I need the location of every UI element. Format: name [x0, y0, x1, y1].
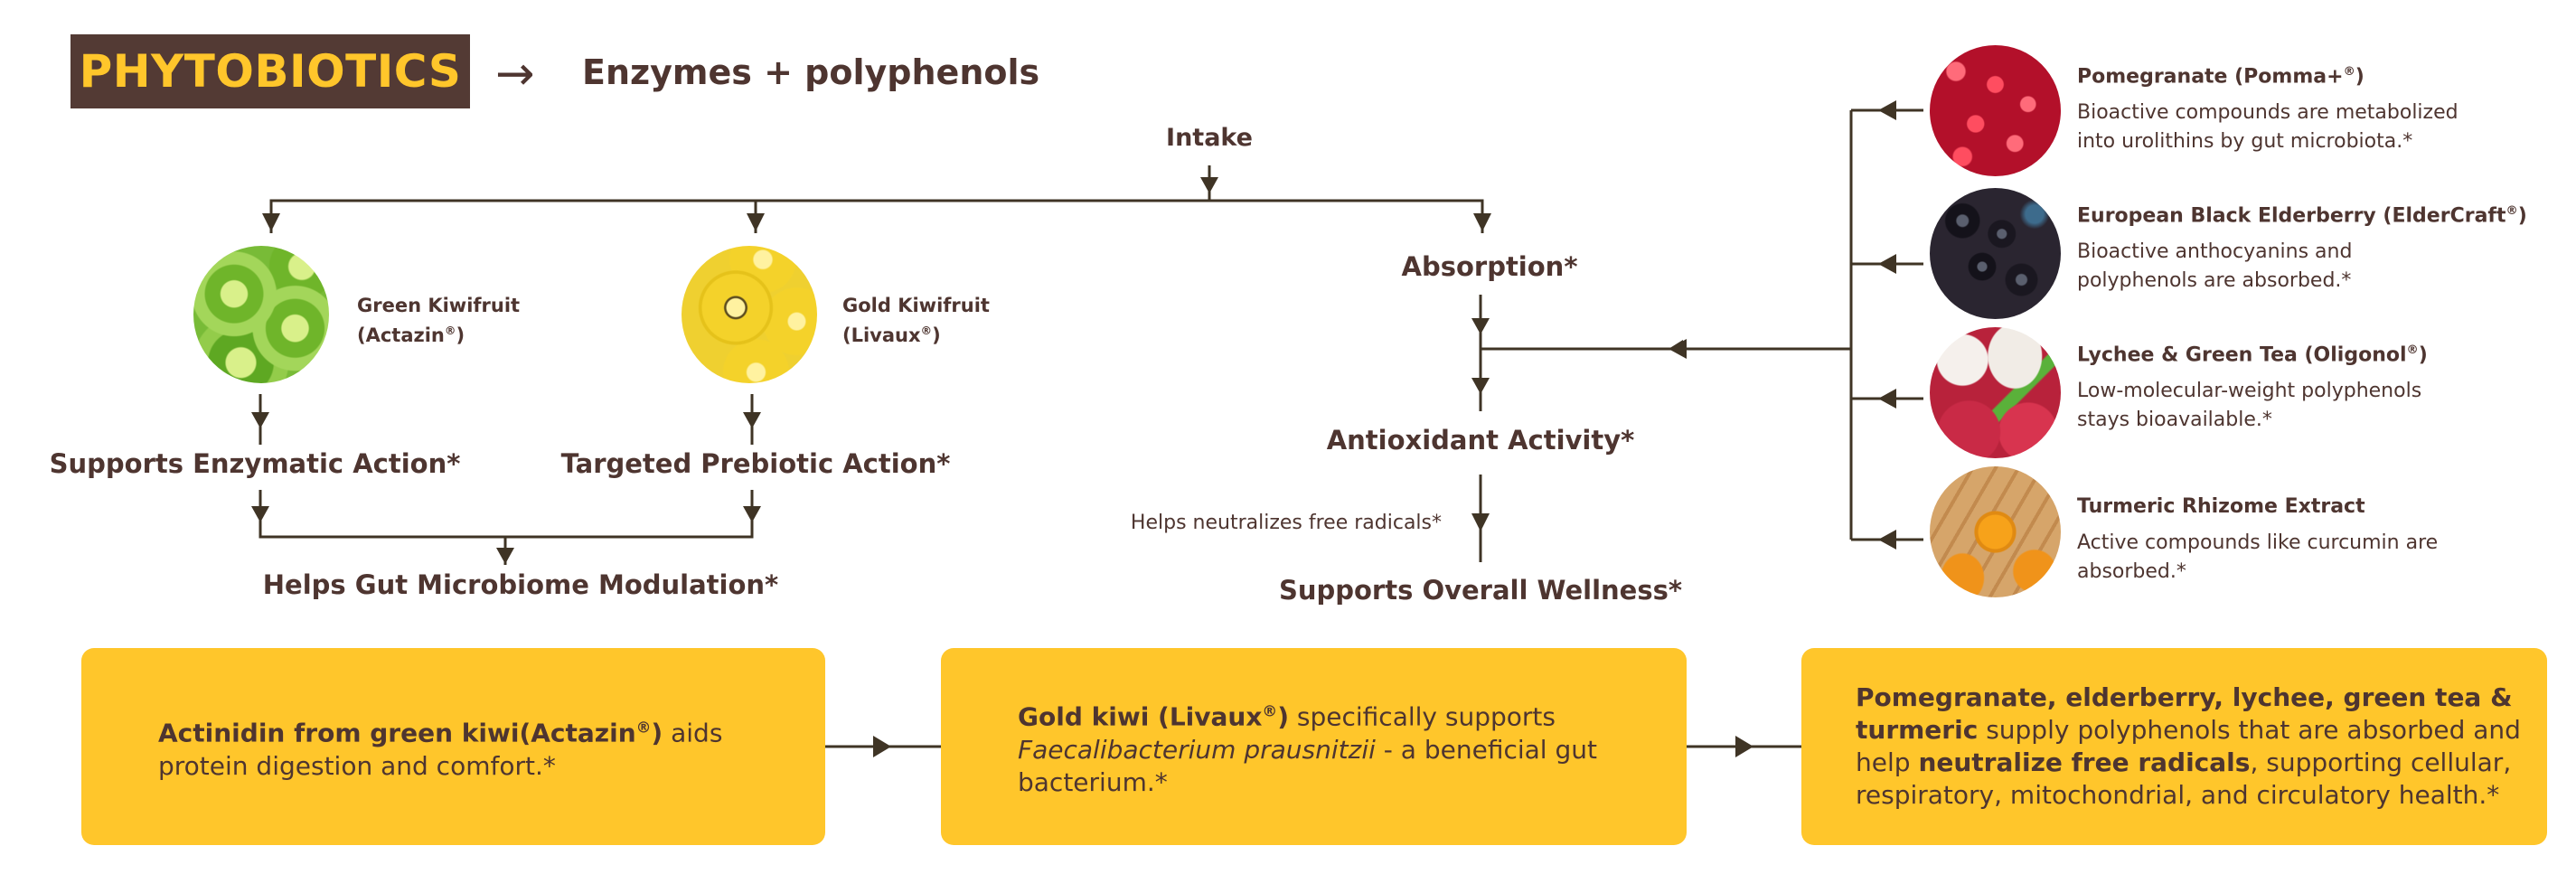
arrow-to-antioxidant	[1471, 378, 1490, 394]
header-title: PHYTOBIOTICS	[79, 45, 462, 98]
ingredient-desc: Bioactive anthocyanins and polyphenols a…	[2077, 240, 2353, 293]
ingredient-title: Lychee & Green Tea (Oligonol	[2077, 343, 2407, 367]
ingredient-desc: Low-molecular-weight polyphenols stays b…	[2077, 380, 2422, 432]
box-text: - a beneficial gut bacterium.*	[1018, 734, 1597, 797]
box-bold: neutralize free radicals	[1918, 747, 2251, 777]
arrow-from-elderberry	[1878, 254, 1896, 274]
gold-kiwi-name: Gold Kiwifruit	[842, 295, 990, 316]
ingredient-lychee: Lychee & Green Tea (Oligonol®) Low-molec…	[2077, 343, 2466, 435]
box-bold: Actinidin from green kiwi(Actazin	[158, 718, 636, 748]
absorption-label: Absorption*	[1401, 251, 1578, 282]
arrow-from-lychee	[1878, 389, 1896, 409]
arrow-from-pomegranate	[1878, 100, 1896, 120]
ingredient-title: Turmeric Rhizome Extract	[2077, 495, 2365, 518]
intake-arrowhead	[1200, 177, 1218, 193]
gold-kiwi-label: Gold Kiwifruit (Livaux®)	[842, 294, 990, 348]
arrow-to-wellness	[1471, 513, 1490, 531]
ingredient-desc: Bioactive compounds are metabolized into…	[2077, 101, 2458, 154]
elderberry-image	[1930, 188, 2061, 319]
paren: )	[2517, 204, 2527, 228]
prebiotic-label: Targeted Prebiotic Action*	[560, 448, 951, 479]
ingredient-title: European Black Elderberry (ElderCraft	[2077, 204, 2506, 228]
arrow-to-microbiome	[496, 548, 514, 564]
microbiome-label: Helps Gut Microbiome Modulation*	[262, 569, 779, 600]
arrow-box1-to-box2	[873, 736, 891, 757]
box-bold: Gold kiwi (Livaux	[1018, 701, 1263, 732]
green-kiwi-label: Green Kiwifruit (Actazin®)	[357, 294, 520, 348]
arrow-to-gold-kiwi	[747, 213, 765, 231]
ingredient-pomegranate: Pomegranate (Pomma+®) Bioactive compound…	[2077, 65, 2502, 156]
pomegranate-image	[1930, 45, 2061, 176]
registered-mark: ®	[2505, 204, 2518, 218]
registered-mark: ®	[444, 324, 456, 337]
registered-mark: ®	[920, 324, 933, 337]
intake-label: Intake	[1166, 124, 1253, 152]
wellness-label: Supports Overall Wellness*	[1278, 575, 1683, 606]
box-text: aids protein digestion and comfort.*	[158, 718, 723, 781]
antioxidant-label: Antioxidant Activity*	[1326, 425, 1635, 456]
antioxidant-note: Helps neutralizes free radicals*	[1130, 512, 1442, 534]
paren: )	[1277, 701, 1289, 732]
box-bold: Pomegranate, elderberry, lychee, green t…	[1856, 682, 2513, 745]
ingredient-turmeric: Turmeric Rhizome Extract Active compound…	[2077, 495, 2439, 587]
gold-kiwi-image	[682, 246, 817, 383]
paren: )	[2418, 343, 2428, 367]
registered-mark: ®	[2343, 65, 2355, 79]
paren: )	[651, 718, 663, 748]
paren: )	[932, 324, 941, 346]
arrow-to-absorption	[1473, 213, 1491, 231]
paren: )	[456, 324, 465, 346]
arrow-from-turmeric	[1878, 530, 1896, 550]
registered-mark: ®	[1262, 701, 1278, 720]
green-kiwi-brand: (Actazin	[357, 324, 445, 346]
arrow-green-kiwi-to-enzymatic	[251, 412, 269, 428]
ingredient-title: Pomegranate (Pomma+	[2077, 65, 2344, 89]
microbiome-bracket	[259, 490, 754, 539]
green-kiwi-name: Green Kiwifruit	[357, 295, 521, 316]
right-arrow-icon: →	[495, 47, 535, 101]
summary-box-prebiotic: Gold kiwi (Livaux®) specifically support…	[941, 648, 1687, 845]
summary-box-enzymes: Actinidin from green kiwi(Actazin®) aids…	[81, 648, 825, 845]
box-text: specifically supports	[1289, 701, 1556, 732]
header-badge: PHYTOBIOTICS	[71, 34, 470, 108]
intake-bus	[269, 199, 1484, 233]
arrow-box2-to-box3	[1735, 736, 1753, 757]
registered-mark: ®	[635, 718, 652, 737]
ingredient-desc: Active compounds like curcumin are absor…	[2077, 531, 2439, 583]
green-kiwi-image	[193, 246, 329, 383]
paren: )	[2355, 65, 2364, 89]
box-text: , supporting cellular, respiratory, mito…	[1856, 747, 2512, 810]
turmeric-image	[1930, 466, 2061, 597]
registered-mark: ®	[2406, 343, 2419, 357]
arrow-absorption-down	[1471, 318, 1490, 334]
ingredient-elderberry: European Black Elderberry (ElderCraft®) …	[2077, 204, 2527, 296]
summary-box-polyphenols: Pomegranate, elderberry, lychee, green t…	[1801, 648, 2547, 845]
arrow-to-green-kiwi	[262, 213, 280, 231]
bacterium-name: Faecalibacterium prausnitzii	[1018, 734, 1376, 765]
enzymatic-label: Supports Enzymatic Action*	[49, 448, 461, 479]
lychee-image	[1930, 327, 2061, 458]
arrow-gold-kiwi-to-prebiotic	[743, 412, 761, 428]
header-subtitle: Enzymes + polyphenols	[582, 52, 1040, 92]
gold-kiwi-brand: (Livaux	[842, 324, 921, 346]
box-text: supply polyphenols that are absorbed and…	[1856, 715, 2521, 777]
